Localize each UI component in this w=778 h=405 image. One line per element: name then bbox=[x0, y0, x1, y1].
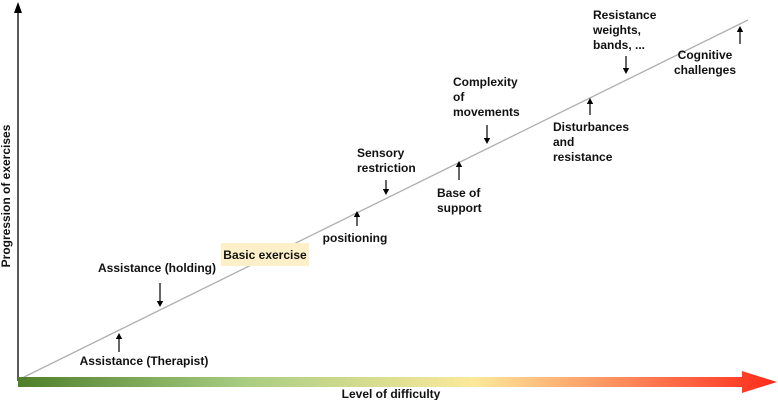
step-label-line: restriction bbox=[357, 161, 416, 175]
y-axis-arrowhead bbox=[14, 2, 22, 13]
x-axis bbox=[18, 371, 777, 393]
y-axis bbox=[14, 2, 22, 381]
step-arrow-head bbox=[115, 333, 123, 339]
step-label-assistance-therapist: Assistance (Therapist) bbox=[80, 354, 209, 368]
step-arrow-head bbox=[736, 26, 744, 32]
step-label-assistance-holding: Assistance (holding) bbox=[98, 261, 216, 275]
step-label-line: Assistance (Therapist) bbox=[80, 354, 209, 368]
step-arrow-head bbox=[586, 98, 594, 104]
step-label-line: challenges bbox=[674, 63, 736, 77]
step-label-line: Sensory bbox=[357, 146, 405, 160]
step-assistance-therapist: Assistance (Therapist) bbox=[80, 333, 209, 368]
step-label-line: bands, ... bbox=[593, 38, 645, 52]
step-label-line: movements bbox=[453, 105, 520, 119]
basic-exercise-box: Basic exercise bbox=[221, 243, 309, 266]
step-arrow-head bbox=[455, 161, 463, 167]
step-arrow-head bbox=[483, 138, 491, 144]
step-arrow-head bbox=[156, 301, 164, 307]
step-arrow-head bbox=[622, 68, 630, 74]
basic-exercise-label: Basic exercise bbox=[223, 248, 307, 262]
step-label-line: positioning bbox=[323, 231, 388, 245]
step-label-line: Assistance (holding) bbox=[98, 261, 216, 275]
step-label-line: support bbox=[437, 201, 482, 215]
step-assistance-holding: Assistance (holding) bbox=[98, 261, 216, 307]
step-arrow-head bbox=[382, 189, 390, 195]
step-label-line: Base of bbox=[437, 186, 481, 200]
step-label-line: Cognitive bbox=[678, 48, 733, 62]
x-axis-label: Level of difficulty bbox=[342, 387, 441, 400]
progression-diagonal bbox=[17, 19, 749, 381]
progression-steps: Assistance (Therapist) Assistance (holdin… bbox=[80, 8, 744, 368]
step-label-positioning: positioning bbox=[323, 231, 388, 245]
step-label-line: resistance bbox=[553, 150, 613, 164]
y-axis-label: Progression of exercises bbox=[0, 124, 13, 267]
step-label-line: Disturbances bbox=[553, 120, 629, 134]
difficulty-gradient-arrow bbox=[18, 371, 777, 393]
step-label-line: Complexity bbox=[453, 75, 518, 89]
step-label-line: of bbox=[453, 90, 465, 104]
step-label-line: and bbox=[553, 135, 574, 149]
step-arrow-head bbox=[353, 211, 361, 217]
step-positioning: positioning bbox=[323, 211, 388, 245]
step-label-line: weights, bbox=[592, 23, 641, 37]
step-label-line: Resistance bbox=[593, 8, 657, 22]
